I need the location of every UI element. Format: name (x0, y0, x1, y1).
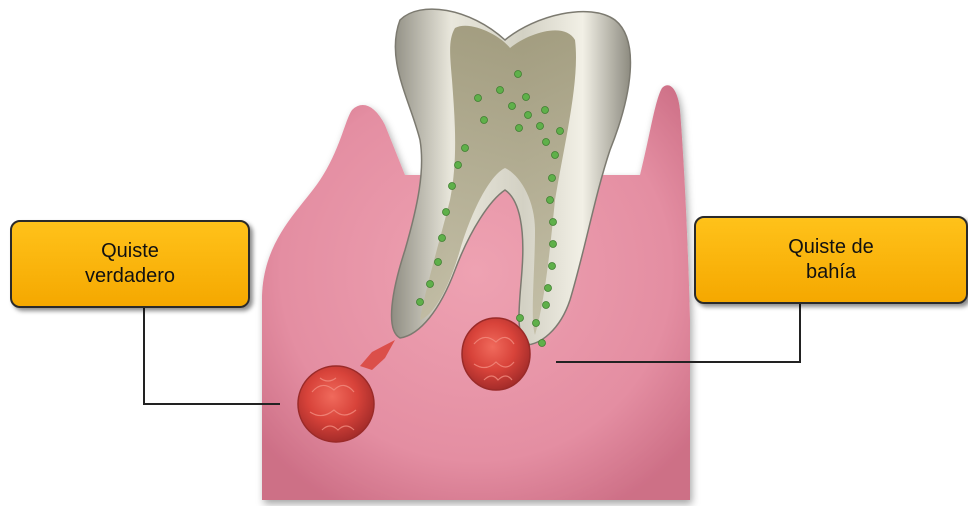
bacterium (509, 103, 516, 110)
true-cyst-mass (298, 366, 374, 442)
bacterium (439, 235, 446, 242)
bacterium (523, 94, 530, 101)
bacterium (417, 299, 424, 306)
bacterium (550, 241, 557, 248)
true-cyst-leader-line (144, 304, 280, 404)
bacterium (545, 285, 552, 292)
bay-cyst-label-box: Quiste de bahía (694, 216, 968, 304)
bacterium (449, 183, 456, 190)
bacterium (497, 87, 504, 94)
bacterium (515, 71, 522, 78)
bacterium (435, 259, 442, 266)
bacterium (516, 125, 523, 132)
bacterium (462, 145, 469, 152)
bacterium (552, 152, 559, 159)
bacterium (549, 263, 556, 270)
bacterium (543, 302, 550, 309)
bacterium (481, 117, 488, 124)
bacterium (443, 209, 450, 216)
bacterium (427, 281, 434, 288)
bacterium (547, 197, 554, 204)
bay-cyst-label: Quiste de bahía (788, 235, 874, 285)
bacterium (533, 320, 540, 327)
bacterium (542, 107, 549, 114)
bacterium (517, 315, 524, 322)
true-cyst-label-box: Quiste verdadero (10, 220, 250, 308)
bacterium (550, 219, 557, 226)
bay-cyst (462, 318, 530, 390)
bacterium (557, 128, 564, 135)
bacterium (455, 162, 462, 169)
bacterium (525, 112, 532, 119)
bacterium (549, 175, 556, 182)
bacterium (539, 340, 546, 347)
bacterium (475, 95, 482, 102)
bacterium (537, 123, 544, 130)
bacterium (543, 139, 550, 146)
bay-cyst-mass (462, 318, 530, 390)
true-cyst-label: Quiste verdadero (85, 239, 175, 289)
